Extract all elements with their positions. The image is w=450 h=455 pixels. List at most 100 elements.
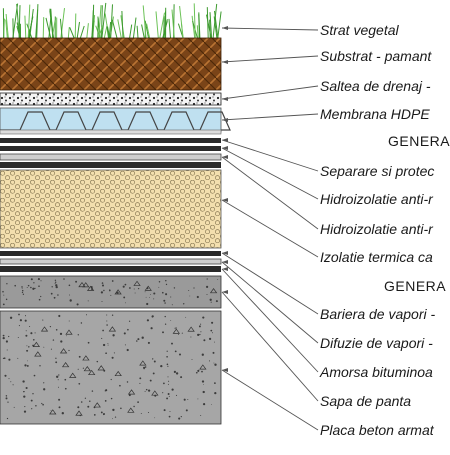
concrete-speckle bbox=[87, 406, 89, 408]
concrete-speckle bbox=[214, 364, 216, 366]
concrete-speckle bbox=[8, 359, 10, 361]
concrete-speckle bbox=[34, 375, 36, 377]
grass-blade bbox=[207, 7, 208, 38]
concrete-speckle bbox=[78, 369, 79, 370]
concrete-speckle bbox=[64, 379, 66, 381]
concrete-speckle bbox=[187, 399, 188, 400]
concrete-speckle bbox=[105, 352, 107, 354]
concrete-speckle bbox=[110, 295, 111, 296]
concrete-speckle bbox=[83, 368, 84, 369]
concrete-speckle bbox=[150, 380, 152, 382]
concrete-speckle bbox=[78, 334, 79, 335]
concrete-speckle bbox=[3, 358, 4, 359]
concrete-speckle bbox=[214, 342, 215, 343]
concrete-speckle bbox=[163, 383, 165, 385]
concrete-speckle bbox=[136, 340, 138, 342]
label-sapa-panta: Sapa de panta bbox=[320, 393, 411, 409]
concrete-speckle bbox=[202, 354, 204, 356]
concrete-speckle bbox=[3, 337, 5, 339]
grass-blade bbox=[68, 27, 69, 38]
concrete-speckle bbox=[22, 288, 23, 289]
concrete-speckle bbox=[22, 291, 23, 292]
concrete-speckle bbox=[165, 324, 166, 325]
label-strat-vegetal: Strat vegetal bbox=[320, 22, 399, 38]
vapor-diffusion-layer bbox=[0, 259, 221, 264]
grass-blade bbox=[142, 25, 145, 39]
concrete-speckle bbox=[199, 325, 201, 327]
waterproofing-layer-1 bbox=[0, 146, 221, 151]
concrete-speckle bbox=[106, 314, 107, 315]
grass-layer bbox=[3, 3, 221, 38]
concrete-speckle bbox=[129, 287, 131, 289]
concrete-speckle bbox=[54, 297, 56, 299]
concrete-speckle bbox=[147, 319, 149, 321]
concrete-speckle bbox=[101, 411, 103, 413]
concrete-speckle bbox=[210, 330, 212, 332]
grass-blade bbox=[197, 25, 198, 38]
grass-blade bbox=[77, 22, 79, 38]
concrete-speckle bbox=[162, 392, 163, 393]
concrete-speckle bbox=[111, 379, 112, 380]
concrete-speckle bbox=[193, 287, 194, 288]
concrete-speckle bbox=[123, 296, 125, 298]
concrete-speckle bbox=[151, 327, 153, 329]
concrete-speckle bbox=[168, 393, 170, 395]
concrete-speckle bbox=[51, 410, 52, 411]
label-difuzie-vapori: Difuzie de vapori - bbox=[320, 335, 433, 351]
concrete-speckle bbox=[165, 316, 166, 317]
concrete-speckle bbox=[213, 352, 215, 354]
grass-blade bbox=[156, 11, 158, 38]
concrete-speckle bbox=[18, 314, 20, 316]
concrete-speckle bbox=[34, 288, 35, 289]
concrete-speckle bbox=[62, 412, 64, 414]
concrete-speckle bbox=[88, 342, 90, 344]
concrete-speckle bbox=[81, 322, 82, 323]
concrete-speckle bbox=[169, 396, 170, 397]
separation-layer bbox=[0, 138, 221, 143]
grass-blade bbox=[218, 12, 221, 39]
concrete-speckle bbox=[70, 299, 72, 301]
concrete-speckle bbox=[168, 384, 169, 385]
concrete-speckle bbox=[112, 334, 114, 336]
concrete-speckle bbox=[139, 383, 140, 384]
concrete-speckle bbox=[123, 286, 125, 288]
concrete-speckle bbox=[200, 415, 201, 416]
concrete-speckle bbox=[189, 296, 190, 297]
concrete-speckle bbox=[26, 387, 28, 389]
concrete-speckle bbox=[85, 398, 86, 399]
concrete-speckle bbox=[152, 316, 154, 318]
concrete-speckle bbox=[25, 335, 27, 337]
concrete-speckle bbox=[145, 391, 146, 392]
concrete-speckle bbox=[22, 380, 24, 382]
concrete-speckle bbox=[51, 293, 53, 295]
concrete-speckle bbox=[56, 286, 58, 288]
concrete-speckle bbox=[31, 400, 33, 402]
concrete-speckle bbox=[211, 302, 212, 303]
concrete-speckle bbox=[125, 284, 127, 286]
concrete-speckle bbox=[107, 343, 108, 344]
concrete-speckle bbox=[102, 284, 104, 286]
concrete-speckle bbox=[32, 288, 34, 290]
concrete-speckle bbox=[166, 284, 167, 285]
concrete-speckle bbox=[106, 324, 108, 326]
concrete-speckle bbox=[25, 315, 26, 316]
label-separare-protectie: Separare si protec bbox=[320, 163, 434, 179]
label-placa-beton: Placa beton armat bbox=[320, 422, 434, 438]
concrete-speckle bbox=[25, 320, 27, 322]
leader-line bbox=[222, 114, 318, 120]
concrete-speckle bbox=[146, 297, 147, 298]
concrete-speckle bbox=[159, 281, 161, 283]
concrete-speckle bbox=[209, 338, 211, 340]
concrete-speckle bbox=[148, 342, 150, 344]
concrete-speckle bbox=[55, 358, 56, 359]
grass-blade bbox=[87, 23, 89, 38]
concrete-speckle bbox=[50, 326, 51, 327]
concrete-speckle bbox=[176, 372, 178, 374]
label-substrat: Substrat - pamant bbox=[320, 48, 431, 64]
concrete-speckle bbox=[24, 411, 26, 413]
concrete-speckle bbox=[186, 409, 188, 411]
concrete-speckle bbox=[164, 302, 166, 304]
concrete-speckle bbox=[112, 418, 113, 419]
concrete-speckle bbox=[149, 297, 150, 298]
